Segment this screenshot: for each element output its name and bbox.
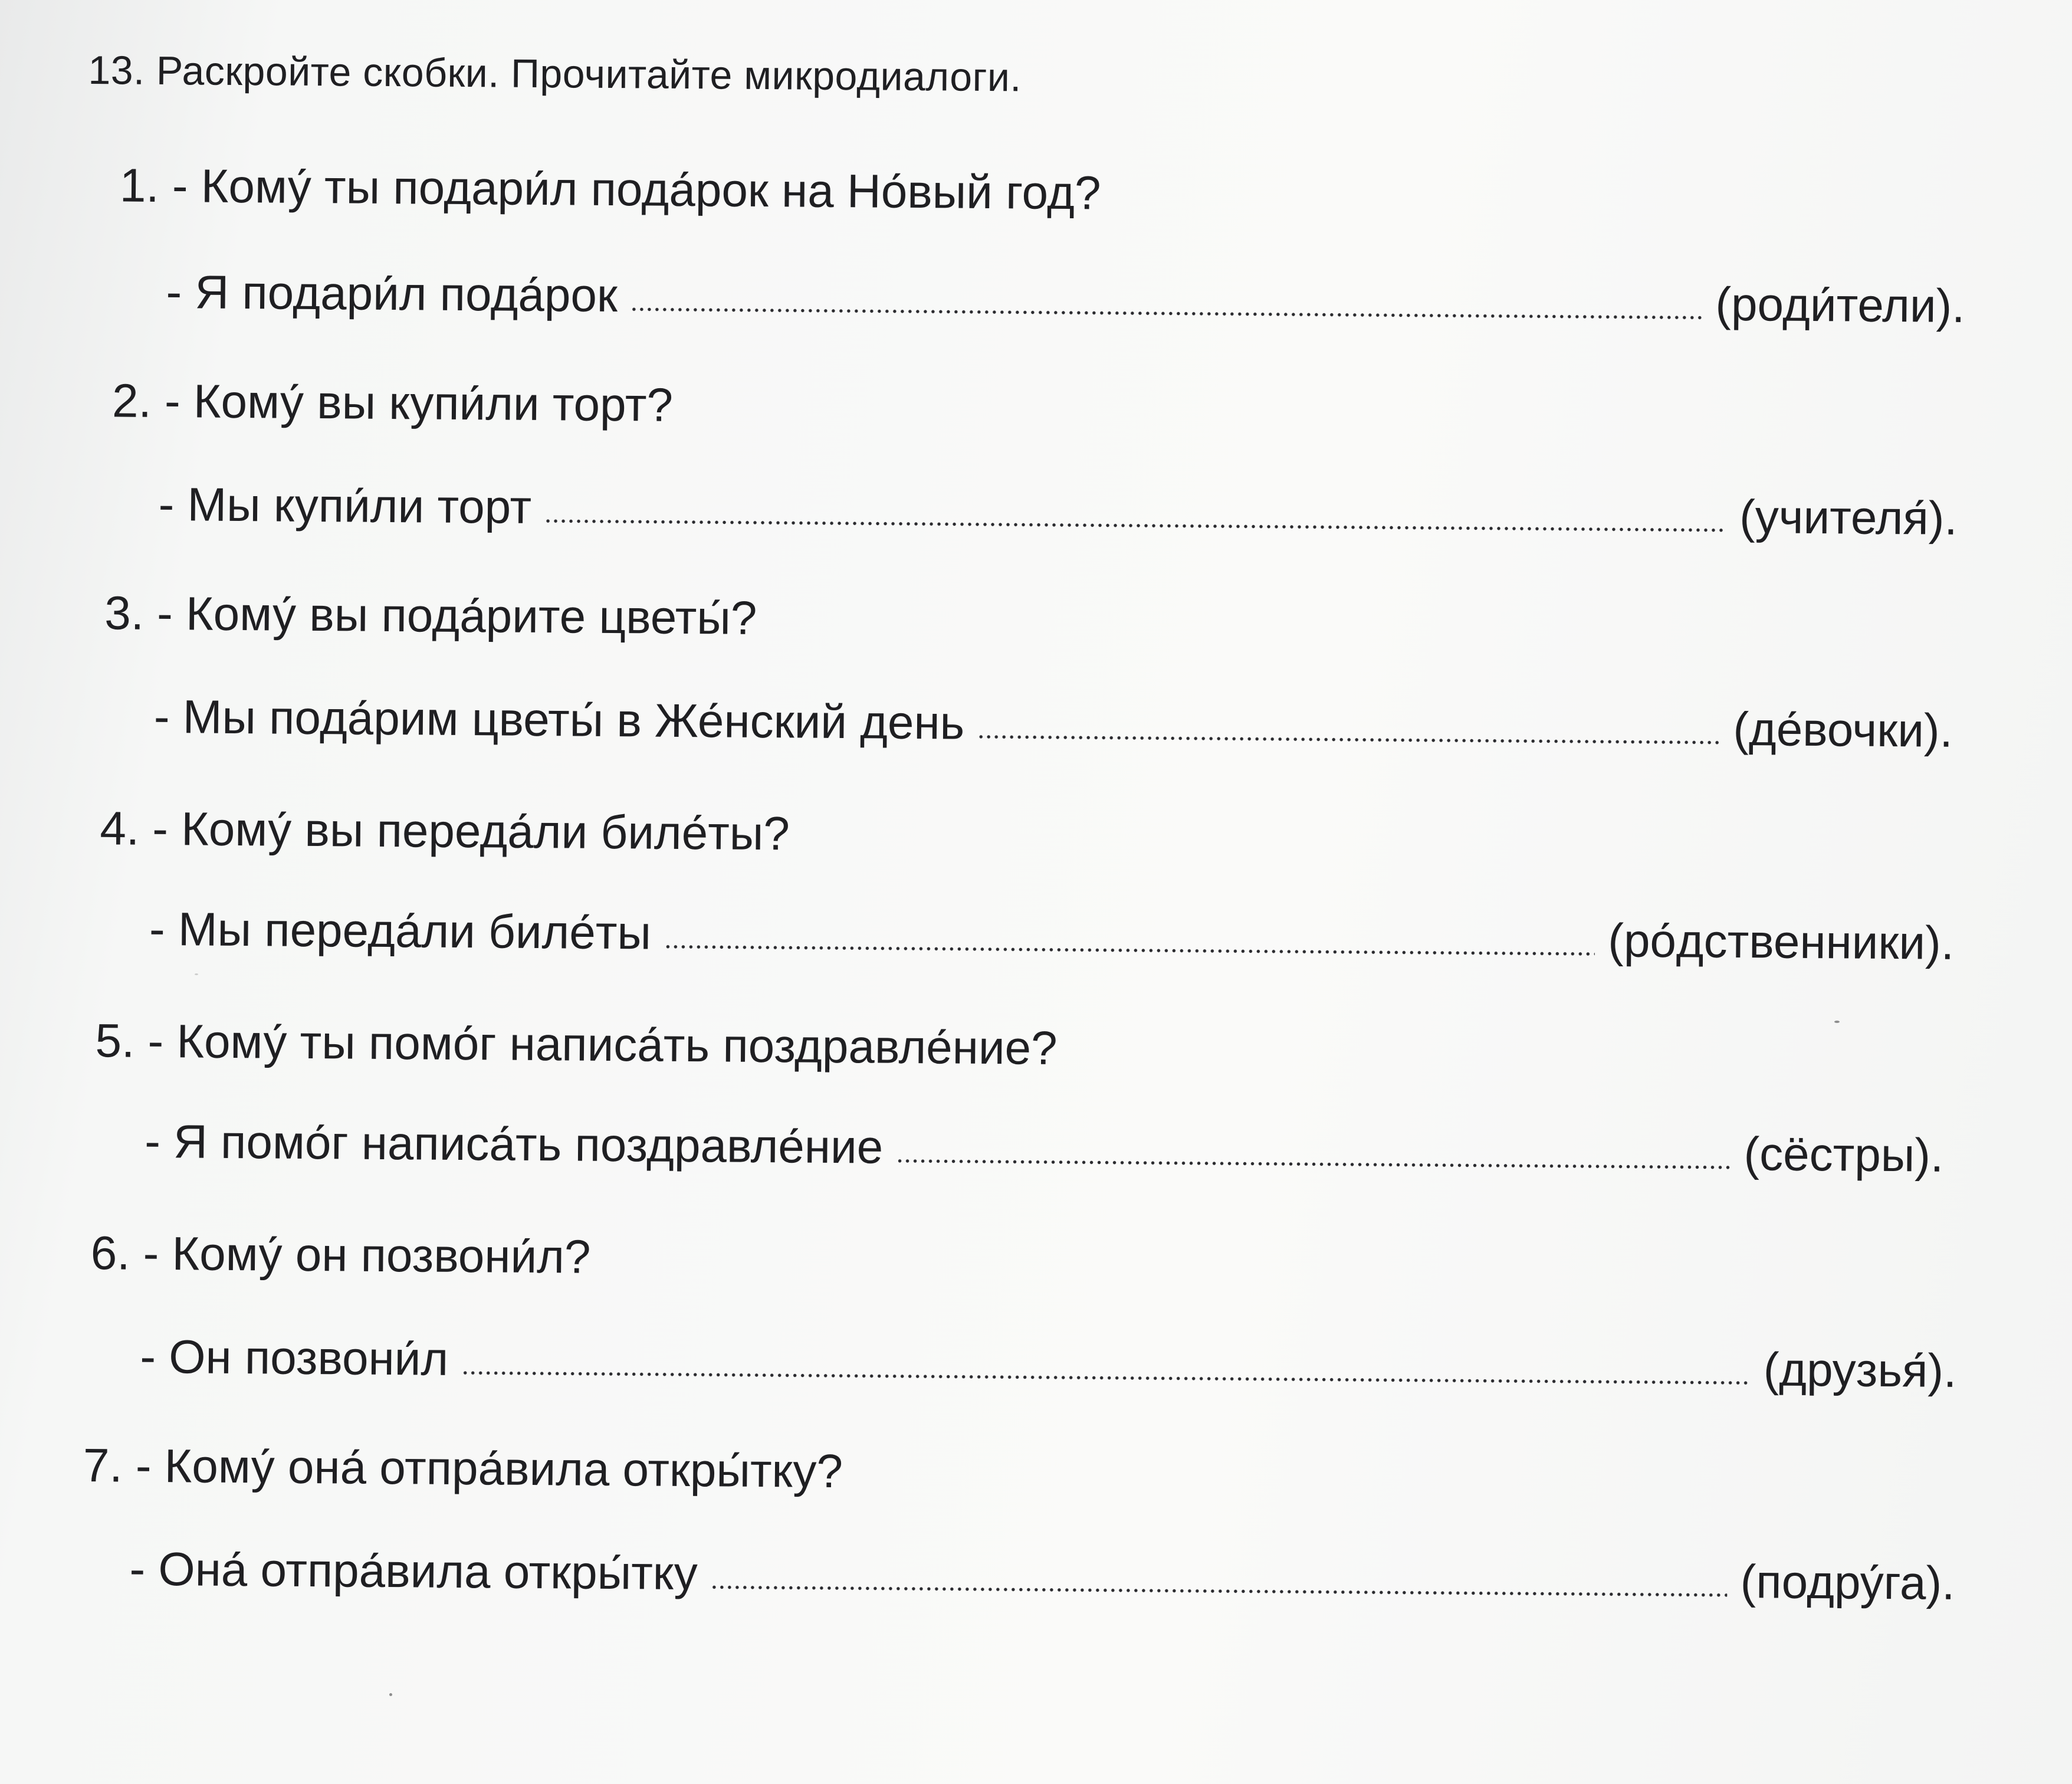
- answer-blank[interactable]: [977, 733, 1720, 746]
- paper-speck: [1834, 1021, 1840, 1023]
- answer-blank[interactable]: [630, 306, 1703, 321]
- answer-row-6: - Он позвони́л (друзья́).: [140, 1325, 1957, 1398]
- question-row-2: 2. - Кому́ вы купи́ли торт?: [112, 369, 1233, 437]
- question-row-5: 5. - Кому́ ты помо́г написа́ть поздравле…: [95, 1009, 1216, 1077]
- answer-text: - Мы пода́рим цветы́ в Же́нский день: [153, 690, 965, 749]
- question-text: 7. - Кому́ она́ отпра́вила откры́тку?: [83, 1439, 843, 1498]
- question-row-3: 3. - Кому́ вы пода́рите цветы́?: [104, 581, 1226, 649]
- question-text: 3. - Кому́ вы пода́рите цветы́?: [104, 586, 757, 644]
- hint-word: (де́вочки).: [1733, 702, 1953, 757]
- answer-row-5: - Я помо́г написа́ть поздравле́ние (сёст…: [145, 1110, 1944, 1183]
- question-text: 4. - Кому́ вы переда́ли биле́ты?: [100, 802, 790, 860]
- question-text: 1. - Кому́ ты подари́л пода́рок на Но́вы…: [119, 159, 1101, 219]
- hint-word: (подру́га).: [1740, 1555, 1955, 1609]
- hint-word: (роди́тели).: [1715, 277, 1965, 332]
- answer-text: - Мы переда́ли биле́ты: [149, 902, 652, 959]
- answer-blank[interactable]: [710, 1584, 1728, 1598]
- question-text: 2. - Кому́ вы купи́ли торт?: [111, 374, 674, 431]
- answer-row-7: - Она́ отпра́вила откры́тку (подру́га).: [129, 1537, 1955, 1611]
- answer-text: - Мы купи́ли торт: [158, 477, 532, 533]
- question-text: 6. - Кому́ он позвони́л?: [90, 1226, 591, 1283]
- question-row-7: 7. - Кому́ она́ отпра́вила откры́тку?: [83, 1434, 1204, 1501]
- exercise-sheet: 13. Раскройте скобки. Прочитайте микроди…: [83, 35, 1994, 1609]
- answer-blank[interactable]: [664, 943, 1595, 957]
- answer-text: - Она́ отпра́вила откры́тку: [129, 1542, 698, 1600]
- question-row-1: 1. - Кому́ ты подари́л пода́рок на Но́вы…: [120, 153, 1241, 221]
- answer-text: - Он позвони́л: [140, 1330, 449, 1385]
- answer-row-1: - Я подари́л пода́рок (роди́тели).: [166, 260, 1965, 333]
- paper-speck: [389, 1693, 392, 1696]
- answer-blank[interactable]: [461, 1370, 1751, 1386]
- hint-word: (учителя́).: [1739, 490, 1958, 545]
- paper-speck: [195, 973, 198, 975]
- answer-blank[interactable]: [544, 518, 1727, 533]
- answer-row-2: - Мы купи́ли торт (учителя́).: [158, 473, 1958, 546]
- answer-text: - Я подари́л пода́рок: [166, 265, 618, 322]
- hint-word: (друзья́).: [1763, 1343, 1957, 1397]
- answer-row-3: - Мы пода́рим цветы́ в Же́нский день (де…: [154, 685, 1953, 758]
- answer-text: - Я помо́г написа́ть поздравле́ние: [144, 1114, 884, 1173]
- exercise-heading: 13. Раскройте скобки. Прочитайте микроди…: [88, 47, 1022, 100]
- hint-word: (сёстры).: [1743, 1127, 1944, 1182]
- answer-row-4: - Мы переда́ли биле́ты (ро́дственники).: [149, 897, 1955, 970]
- answer-blank[interactable]: [896, 1157, 1731, 1170]
- question-text: 5. - Кому́ ты помо́г написа́ть поздравле…: [95, 1014, 1058, 1074]
- hint-word: (ро́дственники).: [1608, 914, 1955, 969]
- question-row-6: 6. - Кому́ он позвони́л?: [90, 1221, 1211, 1289]
- question-row-4: 4. - Кому́ вы переда́ли биле́ты?: [100, 796, 1221, 864]
